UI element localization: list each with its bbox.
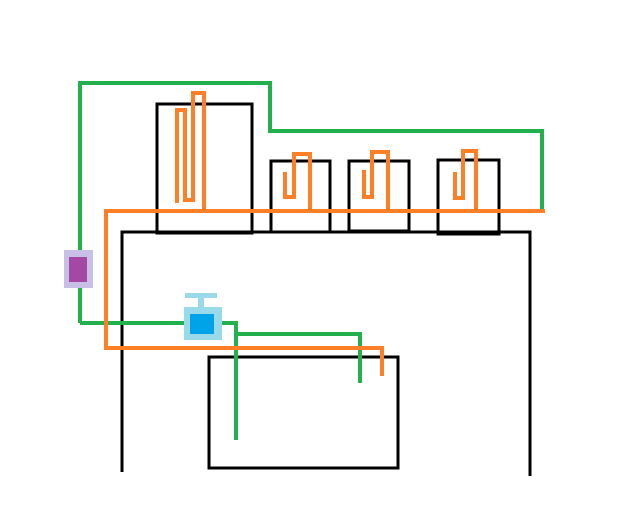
green-pipe-layer [78,81,544,440]
small-tank-3 [436,158,501,236]
orange-coil-tank-1 [283,152,312,211]
pump-icon [64,250,93,288]
orange-pipe-main [104,209,545,376]
orange-coil-tank-3 [453,149,478,211]
green-pipe-main [78,81,544,323]
valve-body [190,314,214,334]
valve-stem [198,296,204,310]
valve-handle [185,293,217,298]
main-enclosure [120,230,532,476]
orange-pipe-layer [104,91,545,376]
orange-coil-tank-2 [362,150,390,211]
valve-icon [184,293,222,340]
pump-body [69,257,87,282]
lower-tank [207,355,400,470]
orange-coil-tall-tank [175,91,206,211]
